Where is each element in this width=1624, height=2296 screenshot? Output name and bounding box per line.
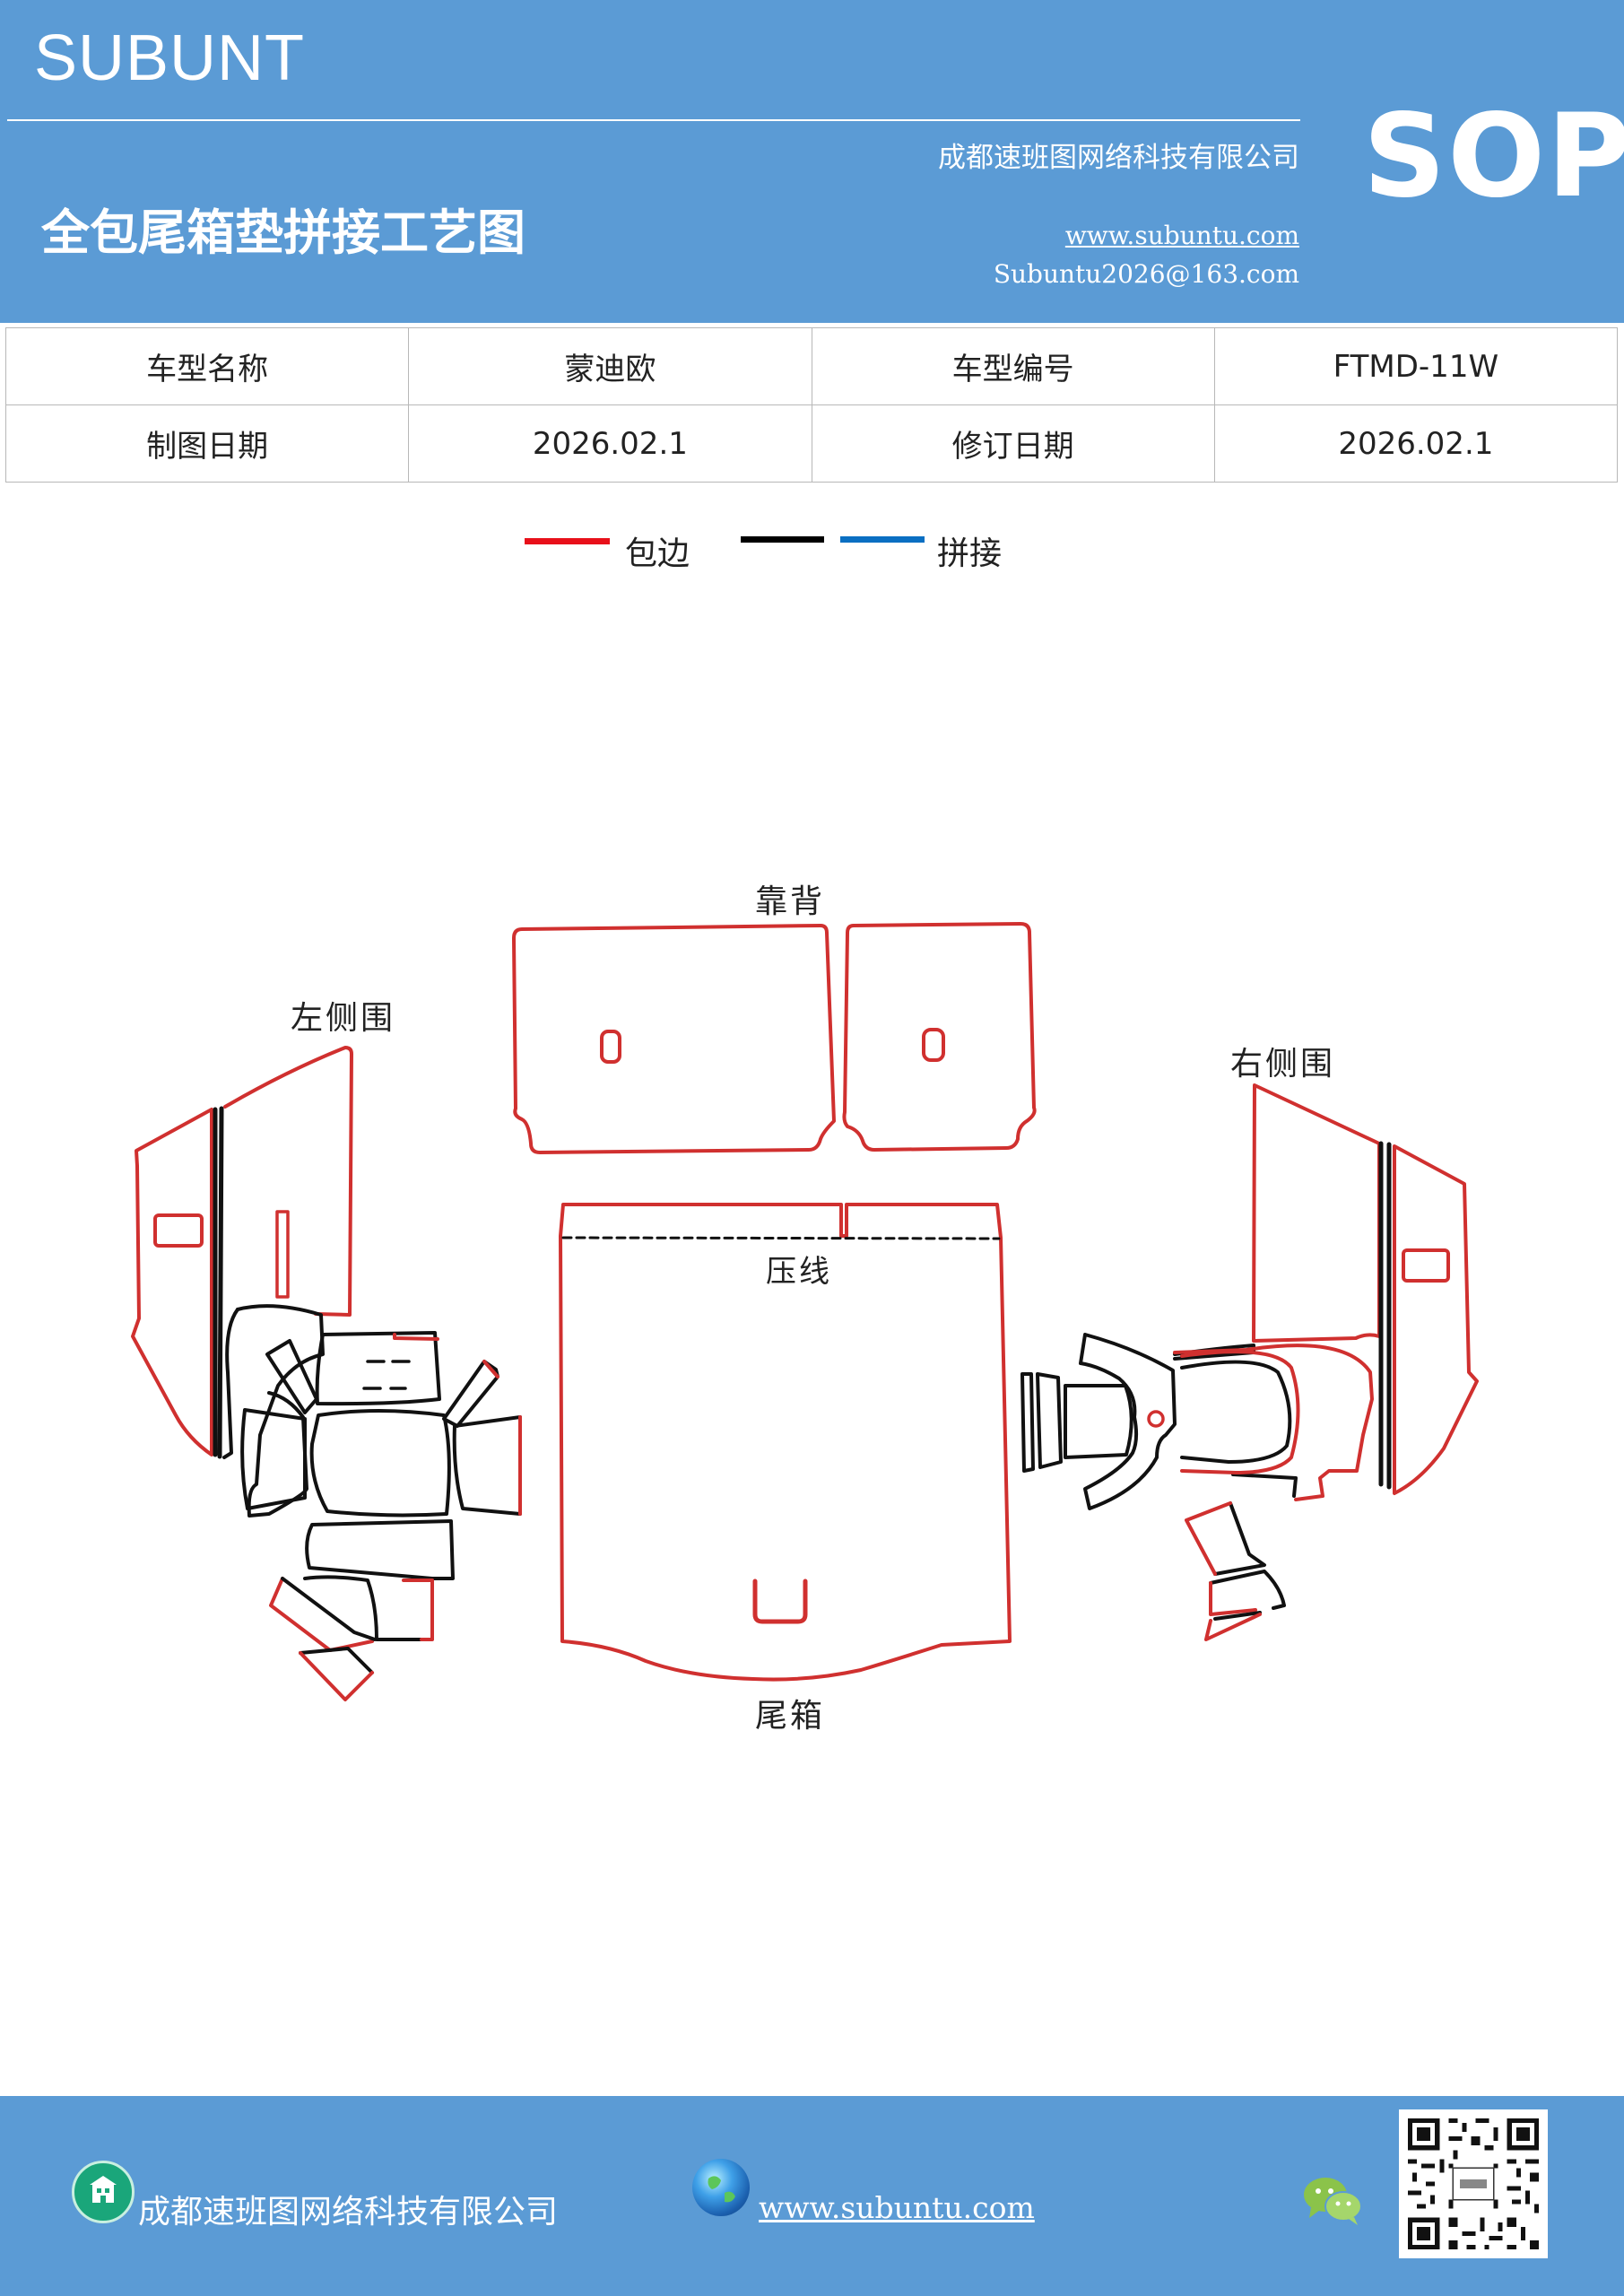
header-divider	[7, 119, 1300, 121]
backrest-right-hole	[922, 1028, 945, 1062]
model-code-value: FTMD-11W	[1213, 327, 1619, 405]
label-right-side: 右侧围	[1230, 1046, 1336, 1083]
backrest-left-hole	[600, 1030, 621, 1064]
left-strip-b	[442, 1360, 499, 1428]
left-strip-a	[265, 1339, 318, 1414]
left-lower-piece-a-edge	[222, 1308, 239, 1459]
sop-badge: SOP	[1363, 90, 1624, 223]
draw-date-value: 2026.02.1	[408, 404, 812, 483]
company-name: 成都速班图网络科技有限公司	[938, 142, 1299, 174]
right-low-ltab-edge	[1185, 1501, 1232, 1576]
label-trunk: 尾箱	[755, 1698, 826, 1735]
left-tab-top	[315, 1331, 441, 1406]
left-low-bar	[305, 1519, 455, 1580]
left-side-inner-panel	[223, 1046, 353, 1317]
right-mid-bar-inner	[1231, 1473, 1298, 1498]
draw-date-label: 制图日期	[4, 404, 410, 483]
left-side-block	[240, 1408, 307, 1510]
legend-edge-swatch	[525, 538, 610, 544]
right-side-outer-panel	[1393, 1144, 1479, 1495]
qr-code	[1399, 2109, 1548, 2258]
left-bottom-piece-edge	[299, 1651, 374, 1701]
left-tab-marks	[362, 1360, 411, 1390]
document-title: 全包尾箱垫拼接工艺图	[41, 204, 525, 261]
left-side-seam	[213, 1106, 224, 1459]
right-strip-b	[1036, 1372, 1063, 1469]
email-address: Subuntu2026@163.com	[993, 259, 1299, 289]
trunk-floor-panel	[559, 1203, 1012, 1682]
left-center-block	[309, 1409, 451, 1518]
right-mid-bar-edge	[1173, 1344, 1374, 1501]
right-side-vent	[1402, 1248, 1450, 1283]
right-c-piece-hole	[1147, 1410, 1165, 1428]
right-low-piece	[1209, 1570, 1286, 1610]
legend-edge-label: 包边	[625, 535, 690, 572]
page-footer: 成都速班图网络科技有限公司 www.subuntu.com	[0, 2096, 1624, 2296]
left-side-slot	[275, 1210, 290, 1299]
right-small-rect	[1064, 1384, 1133, 1459]
legend-seam-label: 拼接	[937, 535, 1003, 572]
globe-icon	[692, 2159, 750, 2216]
right-bottom-piece	[1213, 1611, 1262, 1621]
left-right-block	[452, 1415, 522, 1516]
brand-name: SUBUNT	[34, 22, 306, 94]
left-low-ltab	[303, 1575, 423, 1641]
model-name-value: 蒙迪欧	[408, 327, 812, 405]
right-strip-a	[1020, 1372, 1035, 1473]
label-left-side: 左侧围	[291, 1000, 396, 1037]
legend-seam-swatch	[840, 536, 925, 543]
table-row: 车型名称 蒙迪欧 车型编号 FTMD-11W	[4, 327, 1619, 405]
trunk-handle-cutout	[752, 1578, 808, 1624]
right-low-ltab	[1213, 1501, 1266, 1576]
crease-line	[561, 1236, 1001, 1240]
right-side-inner-panel	[1252, 1083, 1381, 1343]
left-bottom-piece	[299, 1647, 374, 1674]
right-side-seam	[1378, 1141, 1392, 1490]
left-side-vent	[153, 1213, 204, 1248]
left-low-strip-edge	[269, 1577, 374, 1652]
label-crease: 压线	[766, 1254, 832, 1290]
model-code-label: 车型编号	[811, 327, 1215, 405]
right-bottom-piece-edge	[1204, 1613, 1262, 1641]
backrest-right-panel	[842, 922, 1037, 1152]
website-link[interactable]: www.subuntu.com	[1064, 221, 1299, 250]
building-icon	[72, 2161, 135, 2223]
vehicle-info-table: 车型名称 蒙迪欧 车型编号 FTMD-11W 制图日期 2026.02.1 修订…	[4, 327, 1619, 483]
footer-website-link[interactable]: www.subuntu.com	[759, 2190, 1035, 2225]
left-tab-top-edge	[393, 1333, 439, 1341]
right-big-ring	[1180, 1360, 1292, 1464]
model-name-label: 车型名称	[4, 327, 410, 405]
right-low-piece-edge	[1209, 1581, 1257, 1616]
page-header: SUBUNT 成都速班图网络科技有限公司 全包尾箱垫拼接工艺图 www.subu…	[0, 0, 1624, 323]
table-row: 制图日期 2026.02.1 修订日期 2026.02.1	[4, 404, 1619, 483]
revise-date-label: 修订日期	[811, 404, 1215, 483]
right-big-ring-outer	[1180, 1350, 1300, 1474]
revise-date-value: 2026.02.1	[1213, 404, 1619, 483]
wechat-icon[interactable]	[1302, 2173, 1365, 2227]
left-low-ltab-edge	[402, 1578, 434, 1641]
footer-company-name: 成都速班图网络科技有限公司	[138, 2194, 559, 2231]
right-c-piece	[1079, 1333, 1177, 1510]
label-backrest: 靠背	[755, 883, 826, 920]
left-strip-b-edge	[482, 1360, 499, 1378]
backrest-left-panel	[512, 924, 836, 1154]
legend-black-swatch	[741, 536, 824, 543]
left-side-outer-panel	[131, 1108, 213, 1457]
left-low-strip	[281, 1577, 377, 1641]
